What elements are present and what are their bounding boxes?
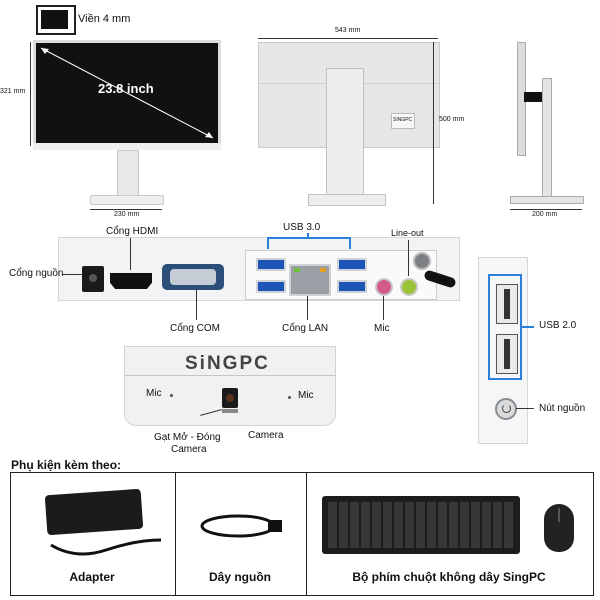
power-jack xyxy=(82,266,104,292)
bezel-swatch xyxy=(36,5,76,35)
back-sticker: SINGPC xyxy=(391,113,415,129)
usb2-port-1 xyxy=(496,284,518,324)
depth-label: 200 mm xyxy=(532,211,558,218)
monitor-front: Viền 4 mm 23.8 inch 321 mm 230 mm xyxy=(0,0,240,222)
usb3-label: USB 3.0 xyxy=(283,222,321,233)
mic-left-label: Mic xyxy=(146,388,162,399)
adapter-label: Adapter xyxy=(69,570,115,584)
usb2-label: USB 2.0 xyxy=(539,320,577,331)
screw-icon xyxy=(413,252,431,270)
width-back-label: 543 mm xyxy=(335,27,361,34)
keyboard-label: Bộ phím chuột không dây SingPC xyxy=(352,570,546,584)
slider-label-1: Gạt Mở - Đóng xyxy=(154,432,221,443)
com-label: Cổng COM xyxy=(170,323,221,334)
screen-size-label: 23.8 inch xyxy=(98,81,154,96)
accessories-heading: Phụ kiện kèm theo: xyxy=(11,458,122,472)
mouse-icon xyxy=(544,504,574,552)
side-stand xyxy=(542,78,552,198)
monitor-screen: 23.8 inch xyxy=(33,40,221,146)
keyboard-icon xyxy=(322,496,520,554)
usb3-port-2 xyxy=(256,280,286,293)
accessory-box-power-cable xyxy=(175,472,307,596)
height-back-label: 500 mm xyxy=(439,116,465,123)
height-front-label: 321 mm xyxy=(0,88,26,95)
back-stand xyxy=(326,68,364,198)
camera-label: Camera xyxy=(248,430,284,441)
hdmi-label: Cổng HDMI xyxy=(106,226,159,237)
diagonal-arrow-icon xyxy=(40,47,214,139)
lineout-label: Line-out xyxy=(391,228,424,238)
slider-label-2: Camera xyxy=(171,444,207,455)
bezel-label: Viền 4 mm xyxy=(78,13,131,25)
camera-slider xyxy=(222,409,238,413)
monitor-chin xyxy=(33,143,221,150)
hdmi-port xyxy=(110,273,152,289)
adapter-cable-icon xyxy=(50,538,162,556)
side-base xyxy=(510,196,584,204)
power-cable-label: Dây nguồn xyxy=(209,570,271,584)
lineout-jack xyxy=(400,278,418,296)
power-port-label: Cổng nguồn xyxy=(9,268,64,279)
monitor-back: 543 mm SINGPC 500 mm xyxy=(240,0,470,222)
power-button-label: Nút nguồn xyxy=(539,403,586,414)
monitor-side: 200 mm xyxy=(490,0,600,222)
monitor-base xyxy=(90,195,164,205)
lan-port xyxy=(289,264,331,296)
back-base xyxy=(308,194,386,206)
brand-logo: SiNGPC xyxy=(185,353,270,374)
camera-lens-icon xyxy=(222,388,238,408)
usb3-port-4 xyxy=(337,280,367,293)
com-port xyxy=(162,264,224,290)
side-hinge xyxy=(524,92,546,102)
camera-unit: SiNGPC xyxy=(124,346,336,426)
monitor-stand xyxy=(117,150,139,198)
base-width-label: 230 mm xyxy=(114,211,140,218)
usb3-port-1 xyxy=(256,258,286,271)
usb3-port-3 xyxy=(337,258,367,271)
usb2-port-2 xyxy=(496,334,518,374)
mic-label: Mic xyxy=(374,323,390,334)
mic-jack xyxy=(375,278,393,296)
mic-right-label: Mic xyxy=(298,390,314,401)
lan-label: Cổng LAN xyxy=(282,323,329,334)
power-cord-icon xyxy=(200,514,282,538)
power-button-icon xyxy=(495,398,517,420)
